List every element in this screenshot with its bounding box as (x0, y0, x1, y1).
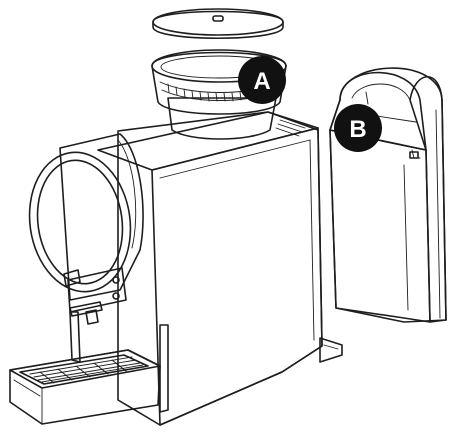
callout-a: A (238, 56, 286, 104)
bean-container-lid (153, 9, 283, 38)
callout-b-label: B (349, 116, 366, 143)
callout-b: B (334, 104, 382, 152)
callout-a-label: A (253, 68, 270, 95)
drip-tray (10, 350, 160, 424)
water-tank (330, 68, 446, 322)
